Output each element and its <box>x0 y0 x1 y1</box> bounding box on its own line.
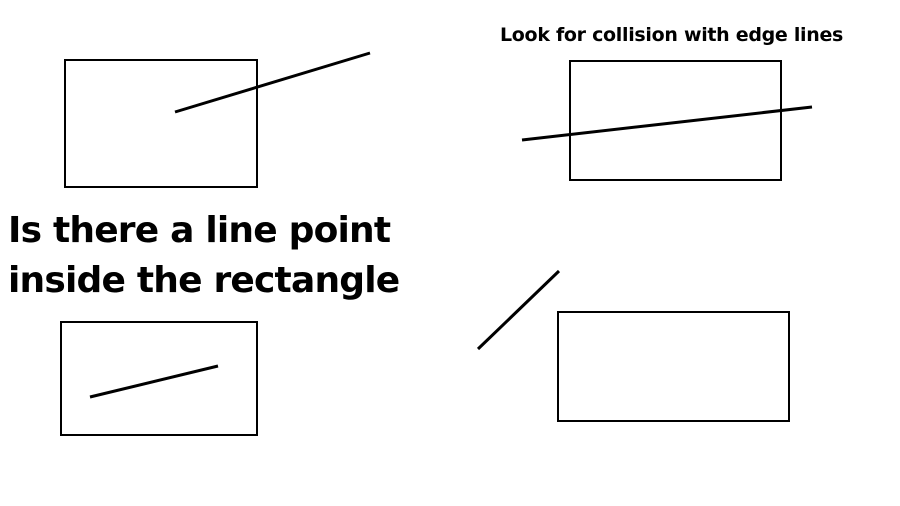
question-caption-line-2: inside the rectangle <box>8 260 400 301</box>
example-top-left <box>64 51 371 188</box>
rectangle-top-left <box>64 59 258 188</box>
example-bottom-right <box>476 269 790 422</box>
question-caption-line-1: Is there a line point <box>8 210 391 251</box>
line-top-right <box>521 105 813 142</box>
example-bottom-left <box>60 321 258 436</box>
example-top-right <box>521 60 813 181</box>
rectangle-bottom-right <box>557 311 790 422</box>
question-caption: Is there a line point inside the rectang… <box>8 206 448 306</box>
rectangle-bottom-left <box>60 321 258 436</box>
line-bottom-right <box>476 269 561 351</box>
line-top-left <box>174 51 371 114</box>
rectangle-top-right <box>569 60 782 181</box>
edge-collision-caption: Look for collision with edge lines <box>500 24 844 46</box>
line-bottom-left <box>89 364 219 399</box>
